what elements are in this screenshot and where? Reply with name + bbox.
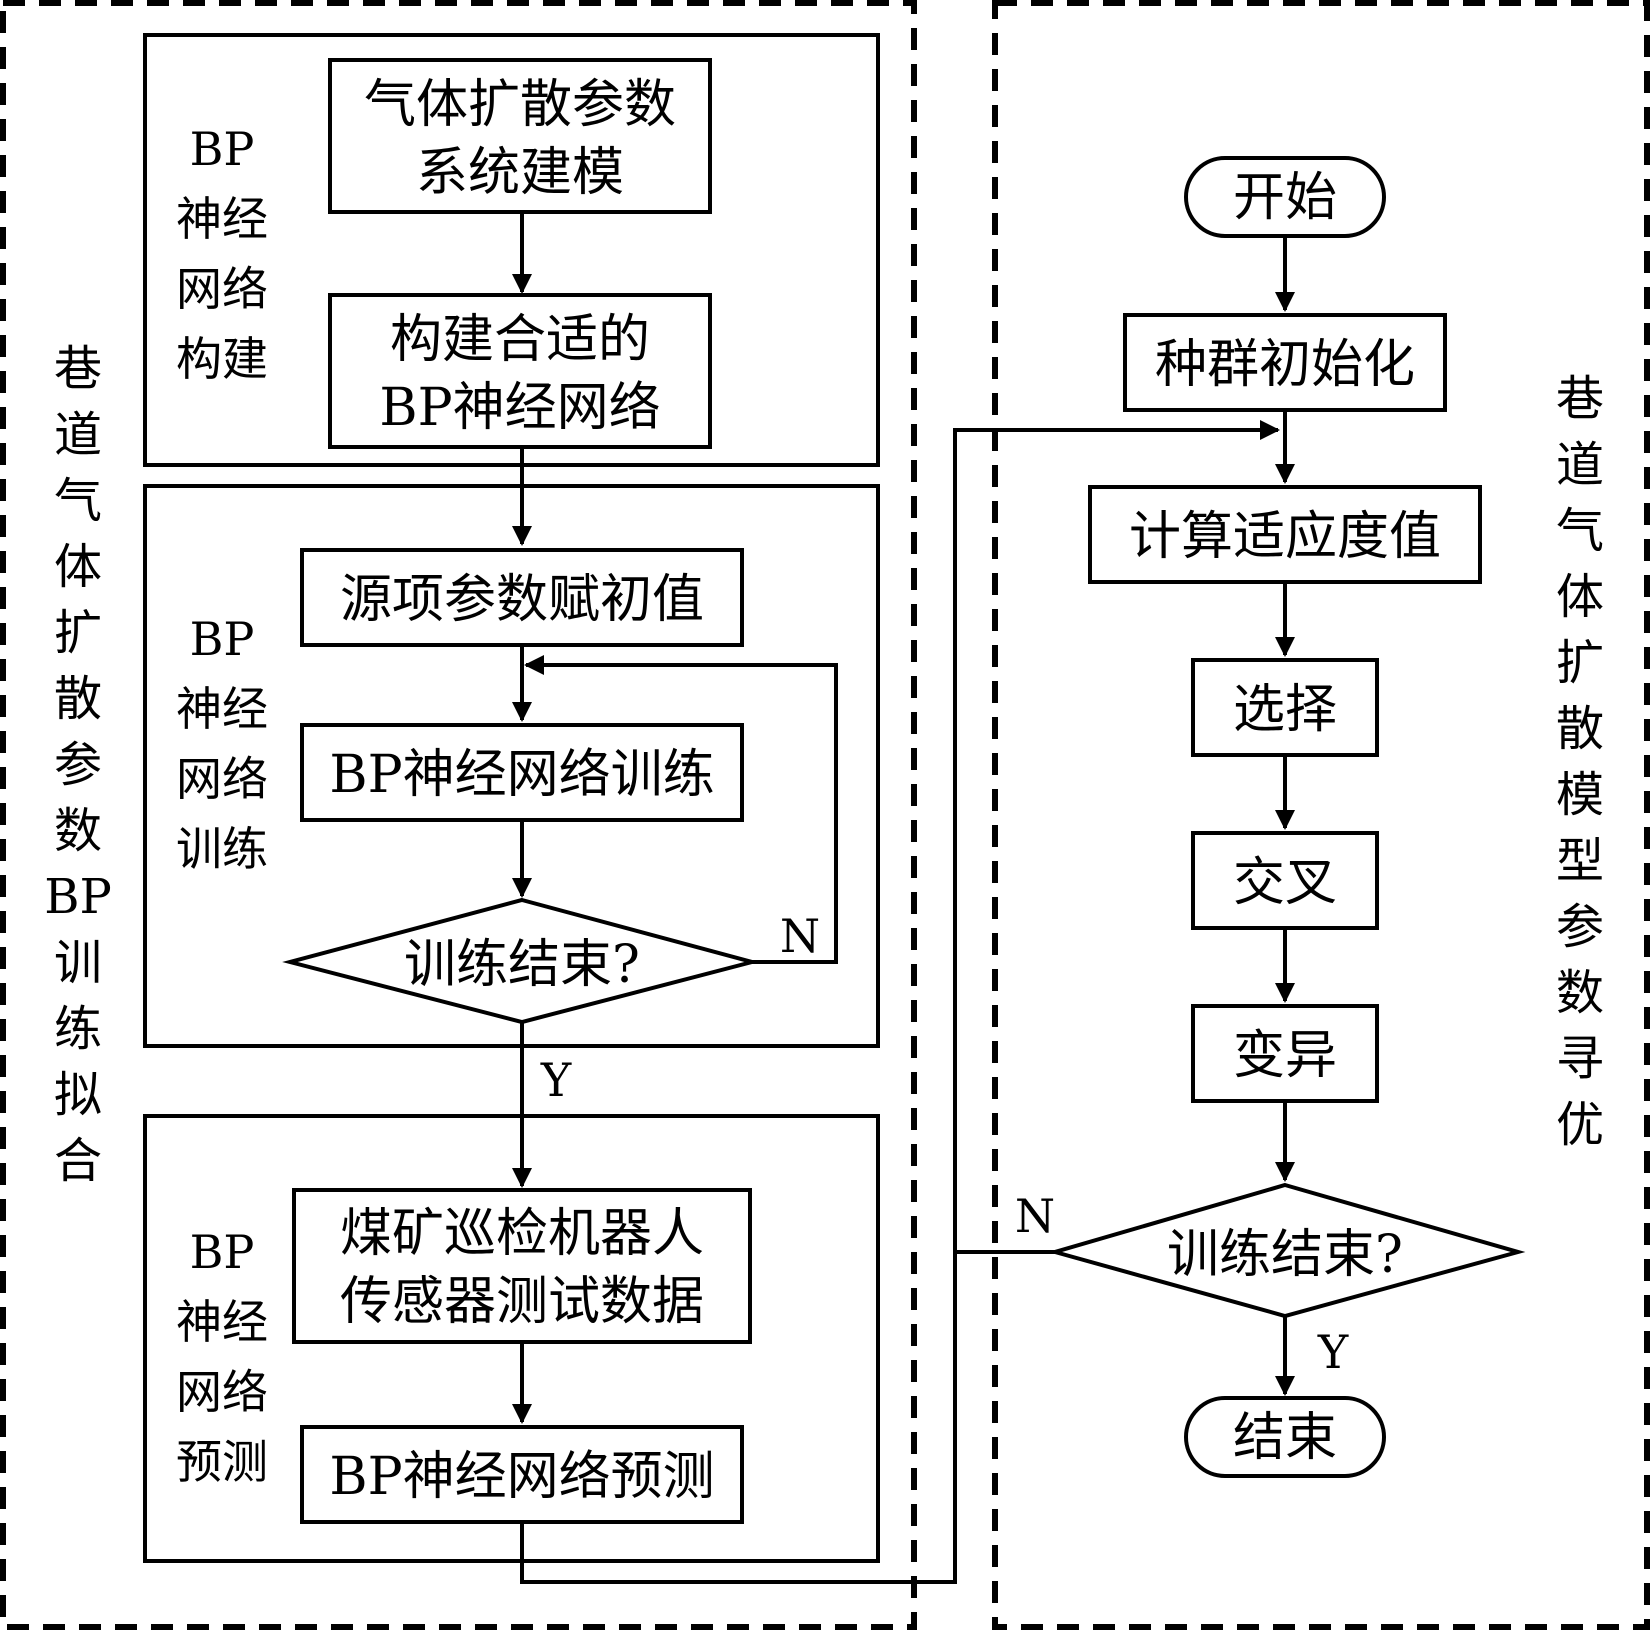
start-text: 开始 — [1233, 168, 1337, 228]
end-terminal — [1184, 1396, 1386, 1478]
fitness-text: 计算适应度值 — [1129, 507, 1441, 567]
step-modeling-box — [328, 58, 712, 214]
connector-predict-to-fitness-loop — [520, 420, 1280, 1584]
opt-yes-label: Y — [1317, 1325, 1349, 1379]
section-train-box — [143, 484, 880, 1048]
step-predict-text: BP神经网络预测 — [329, 1447, 714, 1507]
train-no-label: N — [780, 909, 820, 963]
train-yes-label: Y — [540, 1053, 572, 1107]
init-population-text: 种群初始化 — [1155, 335, 1415, 395]
end-text: 结束 — [1233, 1408, 1337, 1468]
selection-text: 选择 — [1233, 680, 1337, 740]
section-predict-box — [143, 1114, 880, 1563]
loop-no-back-to-train — [524, 655, 838, 964]
step-init-text: 源项参数赋初值 — [340, 570, 704, 630]
step-train-box — [300, 723, 744, 822]
opt-decision-text: 训练结束? — [1167, 1225, 1403, 1285]
step-data-text: 煤矿巡检机器人传感器测试数据 — [340, 1204, 704, 1332]
right-panel-border — [992, 0, 1650, 1630]
selection-box — [1191, 658, 1379, 757]
section-build-box — [143, 33, 880, 467]
init-population-box — [1123, 313, 1447, 412]
mutation-box — [1191, 1004, 1379, 1103]
crossover-box — [1191, 831, 1379, 930]
train-decision-text: 训练结束? — [404, 935, 640, 995]
right-panel-title: 巷道气体扩散模型参数寻优 — [1556, 371, 1604, 1153]
step-data-box — [292, 1188, 752, 1344]
crossover-text: 交叉 — [1233, 853, 1337, 913]
left-panel-border — [0, 0, 917, 1630]
step-train-text: BP神经网络训练 — [329, 745, 714, 805]
fitness-box — [1088, 485, 1482, 584]
step-modeling-text: 气体扩散参数系统建模 — [364, 75, 676, 203]
mutation-text: 变异 — [1233, 1026, 1337, 1086]
opt-no-label: N — [1015, 1189, 1055, 1243]
